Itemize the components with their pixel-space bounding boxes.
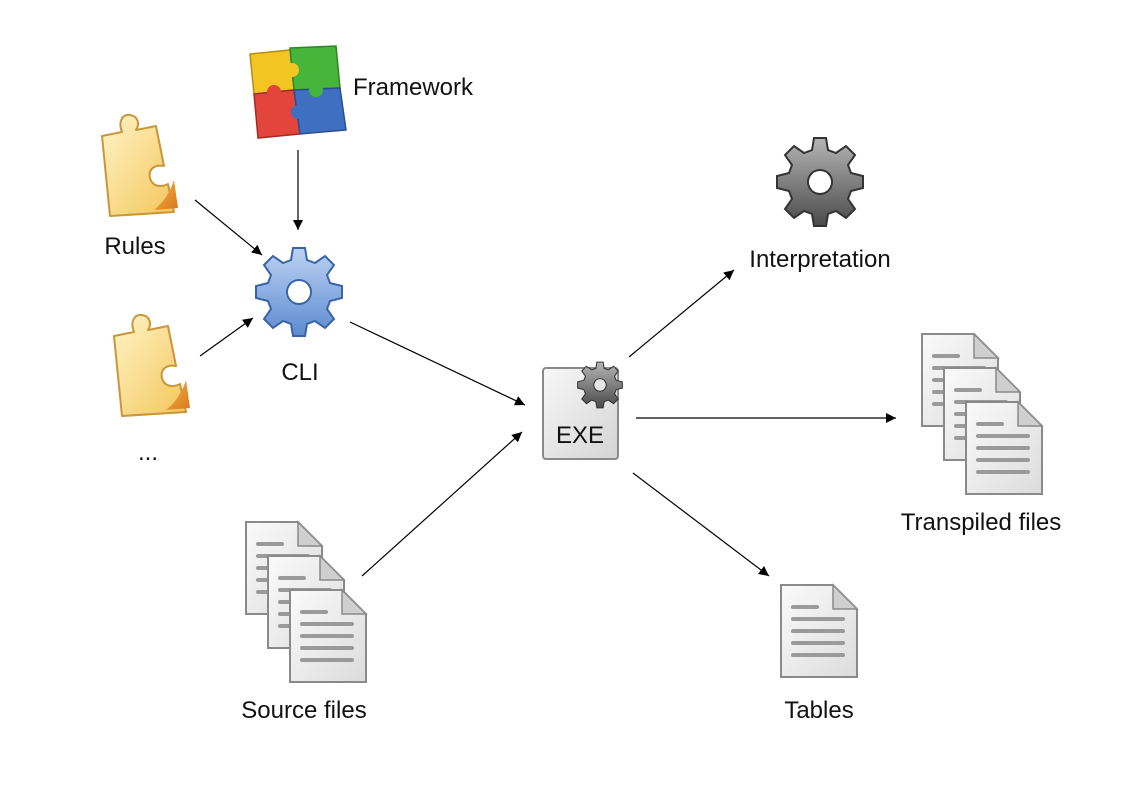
edge-rules-cli <box>194 199 263 256</box>
edge-source-exe <box>361 431 523 577</box>
edge-more-cli <box>199 317 254 357</box>
edge-exe-interpretation <box>628 269 735 358</box>
gray-gear-icon <box>776 137 864 227</box>
document-stack-icon <box>920 332 1044 496</box>
source-files-node: Source files <box>241 520 368 724</box>
framework-label: Framework <box>353 74 474 101</box>
cli-node: CLI <box>255 247 343 386</box>
interpretation-label: Interpretation <box>749 246 890 273</box>
edge-exe-tables <box>632 472 770 577</box>
puzzle-piece-icon <box>113 313 191 417</box>
rules-label: Rules <box>104 233 165 260</box>
source-files-label: Source files <box>241 697 366 724</box>
cli-label: CLI <box>281 359 318 386</box>
exe-node: EXE <box>542 361 623 460</box>
document-icon <box>779 583 859 679</box>
edge-cli-exe <box>349 321 526 406</box>
more-label: ... <box>138 439 158 466</box>
interpretation-node: Interpretation <box>749 137 891 273</box>
tables-node: Tables <box>779 583 859 724</box>
document-stack-icon <box>244 520 368 684</box>
blue-gear-icon <box>255 247 343 337</box>
more-node: ... <box>113 313 191 466</box>
edges <box>194 150 896 577</box>
framework-node: Framework <box>249 45 474 139</box>
tables-label: Tables <box>784 697 853 724</box>
rules-node: Rules <box>101 113 179 260</box>
multicolor-puzzle-icon <box>249 45 347 139</box>
transpiled-files-node: Transpiled files <box>901 332 1062 536</box>
puzzle-piece-icon <box>101 113 179 217</box>
transpiled-files-label: Transpiled files <box>901 509 1062 536</box>
exe-label: EXE <box>556 422 604 449</box>
executable-file-icon <box>542 361 623 460</box>
